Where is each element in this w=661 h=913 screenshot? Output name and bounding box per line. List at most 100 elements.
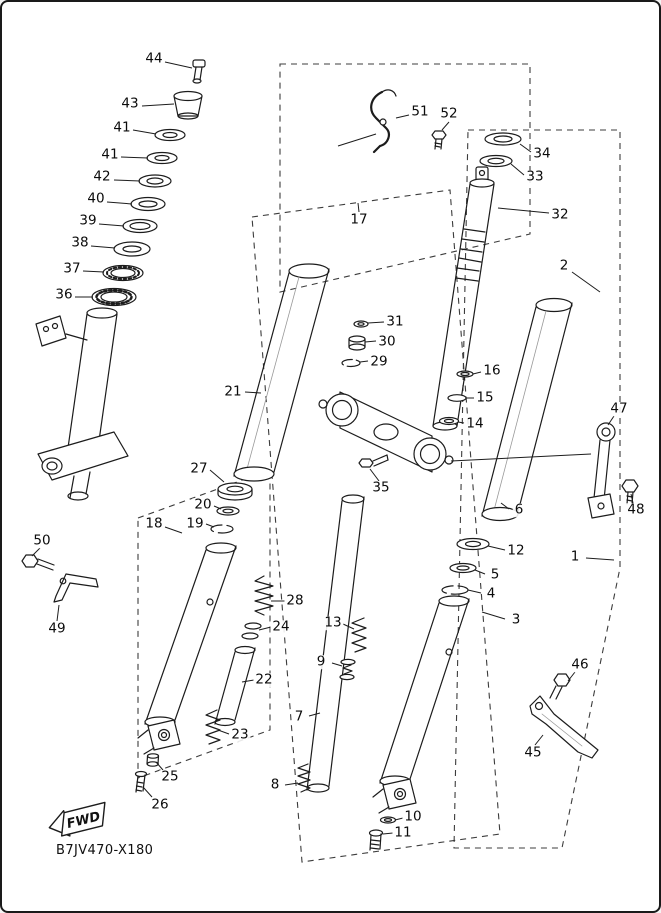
part-label-44: 44	[143, 50, 165, 67]
clamp-boss-right	[413, 437, 447, 471]
part-label-15: 15	[474, 389, 496, 406]
fwd-arrow-body	[60, 801, 106, 837]
steering-stem-assembly	[35, 59, 206, 501]
part-label-43: 43	[119, 95, 141, 112]
dashed-box-right	[453, 129, 621, 849]
part-label-28: 28	[284, 592, 306, 609]
stay-bracket	[35, 315, 67, 347]
clip-19	[210, 524, 234, 534]
part-label-7: 7	[292, 708, 306, 725]
spring-8	[297, 763, 311, 793]
bracket-47-group	[587, 422, 639, 519]
part-label-30: 30	[376, 333, 398, 350]
outer-tube-21	[233, 263, 330, 482]
bolt-50	[21, 554, 39, 568]
part-label-47: 47	[608, 400, 630, 417]
part-label-20: 20	[192, 496, 214, 513]
center-damper-group	[205, 575, 274, 745]
bolt-35	[358, 458, 374, 468]
race-38	[113, 241, 151, 257]
clamp-boss-left	[325, 393, 359, 427]
bracket-45	[529, 695, 599, 759]
part-label-5: 5	[488, 566, 502, 583]
part-label-16: 16	[481, 362, 503, 379]
part-label-12: 12	[505, 542, 527, 559]
dashed-boxes	[137, 63, 621, 863]
part-label-33: 33	[524, 168, 546, 185]
fwd-arrow: FWD	[48, 801, 106, 837]
part-label-25: 25	[159, 768, 181, 785]
seat-12	[456, 537, 490, 551]
spring-23	[205, 709, 221, 745]
bolt-11	[368, 829, 384, 837]
washer-14	[438, 416, 460, 426]
inner-tube-right-group	[432, 132, 522, 431]
part-label-17: 17	[348, 211, 370, 228]
leader-lines	[31, 61, 634, 835]
part-label-39: 39	[77, 212, 99, 229]
part-label-52: 52	[438, 105, 460, 122]
part-label-31: 31	[384, 313, 406, 330]
spring-13	[351, 617, 367, 653]
guide-bracket-51	[370, 90, 390, 154]
bolt-26	[134, 770, 148, 778]
dashed-box-top	[279, 63, 531, 293]
bracket-45-group	[529, 673, 599, 759]
cable-guide-group	[370, 89, 447, 154]
bolt-44	[192, 59, 206, 68]
part-label-32: 32	[549, 206, 571, 223]
part-label-23: 23	[229, 726, 251, 743]
spring-9	[342, 664, 353, 675]
part-label-14: 14	[464, 415, 486, 432]
spring-28	[254, 575, 274, 616]
triple-clamp-group	[318, 320, 454, 473]
part-label-26: 26	[149, 796, 171, 813]
clip-29	[341, 358, 361, 368]
part-label-13: 13	[322, 614, 344, 631]
part-label-9: 9	[314, 653, 328, 670]
oring-31	[353, 320, 369, 328]
part-label-2: 2	[557, 257, 571, 274]
right-leg-group	[372, 537, 490, 814]
clip-4	[441, 585, 469, 595]
washer-24a	[244, 622, 262, 630]
collar-25	[146, 753, 160, 759]
stem-tube-top	[86, 307, 118, 319]
ring-15	[447, 394, 467, 402]
part-label-51: 51	[409, 103, 431, 120]
part-label-46: 46	[569, 656, 591, 673]
part-label-35: 35	[370, 479, 392, 496]
part-label-41: 41	[99, 146, 121, 163]
washer-10	[379, 816, 397, 824]
part-label-18: 18	[143, 515, 165, 532]
part-label-1: 1	[568, 548, 582, 565]
part-label-40: 40	[85, 190, 107, 207]
washer-24b	[241, 632, 259, 640]
seal-20	[216, 506, 240, 516]
part-label-42: 42	[91, 168, 113, 185]
part-label-19: 19	[184, 515, 206, 532]
bracket-49	[53, 573, 99, 603]
washer-41a	[154, 128, 186, 142]
outer-tube-6	[481, 297, 573, 522]
part-label-22: 22	[253, 671, 275, 688]
part-label-27: 27	[188, 460, 210, 477]
part-label-29: 29	[368, 353, 390, 370]
part-label-10: 10	[402, 808, 424, 825]
part-label-4: 4	[484, 585, 498, 602]
part-label-24: 24	[270, 618, 292, 635]
part-label-48: 48	[625, 501, 647, 518]
steering-bore	[373, 423, 399, 441]
bush-30	[348, 335, 366, 343]
bracket-49-group	[21, 554, 99, 603]
dashed-box-center	[251, 189, 501, 863]
part-label-50: 50	[31, 532, 53, 549]
screw-52	[431, 130, 447, 140]
part-label-38: 38	[69, 234, 91, 251]
seal-5	[449, 562, 477, 574]
bolt-46	[553, 673, 571, 687]
part-label-21: 21	[222, 383, 244, 400]
part-label-11: 11	[392, 824, 414, 841]
